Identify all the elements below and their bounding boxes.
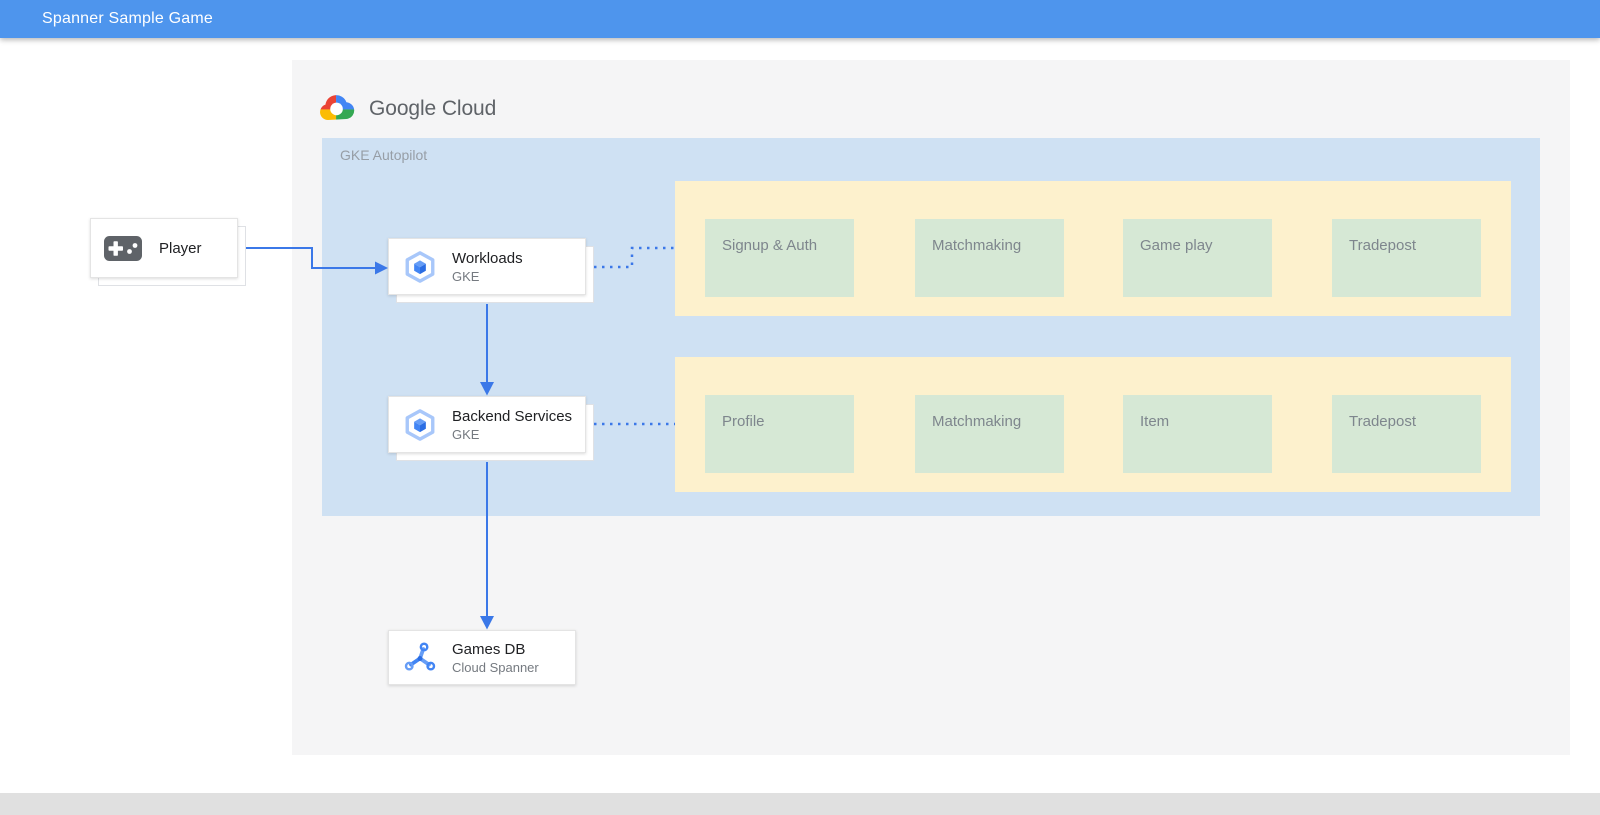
google-cloud-brand: Google Cloud [316, 92, 496, 125]
node-title: Player [159, 239, 202, 257]
google-cloud-icon [316, 92, 358, 125]
service-box: Tradepost [1332, 219, 1481, 297]
service-box: Matchmaking [915, 395, 1064, 473]
gke-icon [403, 408, 437, 442]
google-cloud-wordmark: Google Cloud [369, 96, 497, 120]
service-box: Game play [1123, 219, 1272, 297]
node-games-db: Games DB Cloud Spanner [388, 630, 576, 685]
gamepad-icon [104, 235, 142, 261]
node-workloads: Workloads GKE [388, 238, 586, 295]
service-box: Matchmaking [915, 219, 1064, 297]
gke-autopilot-label: GKE Autopilot [340, 147, 428, 163]
node-subtitle: Cloud Spanner [452, 659, 539, 675]
app-header-bar: Spanner Sample Game [0, 0, 1600, 38]
node-title: Games DB [452, 640, 526, 658]
gke-autopilot-container: GKE Autopilot Signup & Auth Matchmaking … [322, 138, 1540, 516]
service-box: Profile [705, 395, 854, 473]
service-group-2: Profile Matchmaking Item Tradepost [675, 357, 1511, 492]
node-player: Player [90, 218, 238, 278]
service-box: Item [1123, 395, 1272, 473]
service-group-1: Signup & Auth Matchmaking Game play Trad… [675, 181, 1511, 316]
node-title: Workloads [452, 249, 523, 267]
service-box: Tradepost [1332, 395, 1481, 473]
app-title: Spanner Sample Game [42, 10, 214, 27]
bottom-scrollbar-track[interactable] [0, 793, 1600, 815]
service-box: Signup & Auth [705, 219, 854, 297]
node-subtitle: GKE [452, 426, 480, 442]
gke-icon [403, 250, 437, 284]
node-title: Backend Services [452, 407, 573, 425]
node-subtitle: GKE [452, 268, 480, 284]
node-backend-services: Backend Services GKE [388, 396, 586, 453]
cloud-spanner-icon [403, 641, 437, 675]
